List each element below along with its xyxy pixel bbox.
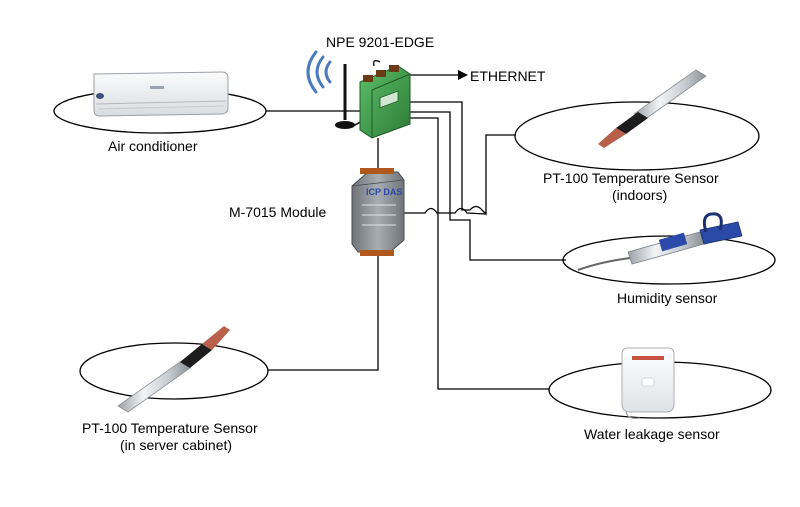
air-conditioner: Air conditioner (53, 71, 267, 154)
air-conditioner-label: Air conditioner (108, 138, 198, 154)
pt100-sensor-cabinet: PT-100 Temperature Sensor (in server cab… (79, 326, 269, 453)
line-module-to-indoor-sensor (403, 207, 487, 215)
pt100-indoors-zone (514, 101, 760, 171)
connection-lines (266, 74, 566, 390)
line-gateway-to-indoor-sensor (405, 101, 515, 216)
humidity-probe-icon (577, 212, 743, 271)
temperature-probe-icon (117, 326, 230, 413)
water-leakage-sensor: Water leakage sensor (548, 347, 772, 442)
wifi-waves-icon (306, 50, 332, 94)
pt100-cabinet-label-line2: (in server cabinet) (120, 437, 232, 453)
pt100-indoors-label-line1: PT-100 Temperature Sensor (543, 170, 719, 186)
module-label: M-7015 Module (229, 204, 326, 220)
humidity-zone (562, 235, 776, 285)
pt100-cabinet-label-line1: PT-100 Temperature Sensor (82, 420, 258, 436)
water-leakage-label: Water leakage sensor (584, 426, 720, 442)
line-gateway-to-water-leakage (405, 117, 549, 390)
ethernet-label: ETHERNET (470, 68, 546, 84)
air-conditioner-icon (93, 71, 229, 117)
temperature-probe-icon (598, 69, 707, 148)
ethernet-arrow-icon (458, 70, 468, 80)
line-module-to-cabinet-sensor (268, 252, 379, 371)
water-leakage-device-icon (621, 347, 675, 419)
pt100-cabinet-zone (79, 342, 269, 400)
pt100-indoors-label-line2: (indoors) (612, 187, 667, 203)
humidity-sensor: Humidity sensor (562, 212, 776, 306)
pt100-sensor-indoors: PT-100 Temperature Sensor (indoors) (514, 69, 760, 203)
gateway-device-icon (359, 59, 411, 139)
antenna-icon (335, 64, 361, 129)
m7015-module: M-7015 Module ICP DAS (229, 168, 405, 256)
gateway-npe-9201-edge: NPE 9201-EDGE (306, 34, 434, 139)
line-gateway-to-humidity (405, 111, 566, 261)
humidity-label: Humidity sensor (617, 290, 718, 306)
module-device-icon: ICP DAS (351, 168, 405, 256)
gateway-label: NPE 9201-EDGE (326, 34, 434, 50)
module-brand-text: ICP DAS (366, 187, 402, 197)
